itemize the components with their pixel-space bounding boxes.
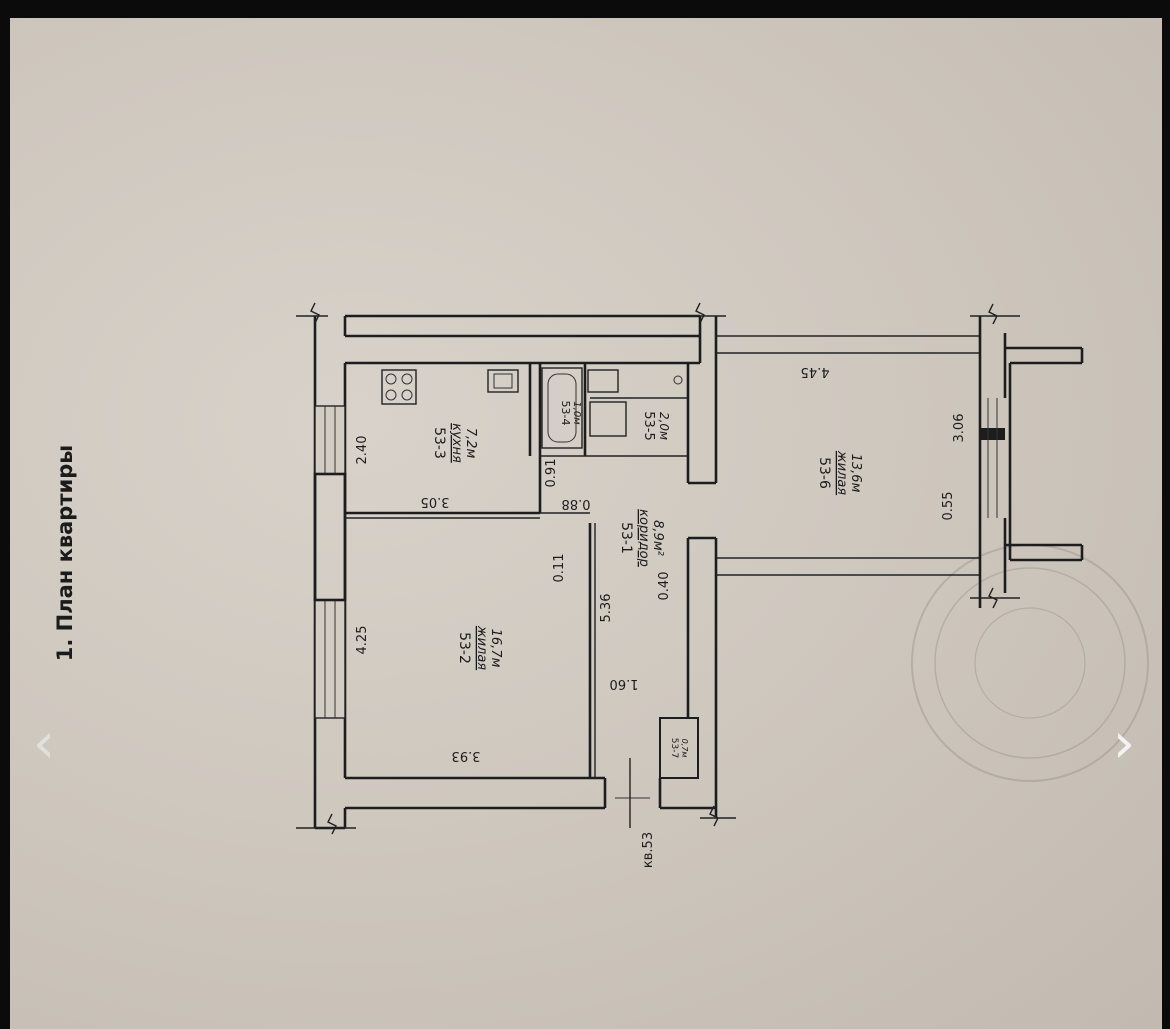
dim-2-40: 2.40: [355, 436, 370, 465]
loggia-walls: [716, 303, 1084, 609]
room-area: 16,7м: [488, 629, 503, 668]
room-label-53-6: 53-6 жилая 13,6м: [816, 450, 863, 495]
room-label-53-3: 53-3 кухня 7,2м: [431, 423, 478, 463]
room-id: 53-1: [618, 522, 634, 554]
room-label-53-7: 53-7 0,7м: [669, 738, 689, 758]
apartment-number: кв.53: [641, 832, 656, 868]
floor-plan-drawing: 1. План квартиры: [53, 302, 1149, 868]
windows-left: [313, 405, 347, 719]
room-id: 53-2: [456, 632, 472, 664]
room-area: 0,7м: [680, 739, 689, 758]
interior-partitions: [345, 363, 699, 779]
room-id: 53-7: [669, 738, 679, 758]
room-name: жилая: [474, 625, 489, 670]
dim-0-11: 0.11: [552, 554, 567, 583]
dim-3-05: 3.05: [421, 494, 450, 509]
dim-4-45: 4.45: [801, 364, 830, 379]
room-id: 53-3: [431, 427, 447, 459]
dimension-labels: 2.40 3.05 4.25 3.93 0.11 5.36 0.91 0.88 …: [355, 364, 967, 868]
carousel-next-button[interactable]: ›: [1096, 712, 1152, 776]
dim-0-40: 0.40: [657, 572, 672, 601]
chevron-left-icon: ‹: [32, 711, 56, 776]
plan-heading: 1. План квартиры: [53, 445, 77, 662]
room-area: 2,0м: [657, 412, 671, 440]
kitchen-sink-icon: [487, 369, 519, 393]
room-id: 53-4: [559, 401, 572, 426]
carousel-prev-button[interactable]: ‹: [16, 712, 72, 776]
room-name: жилая: [834, 450, 849, 495]
chevron-right-icon: ›: [1112, 711, 1136, 776]
room-label-53-1: 53-1 коридор 8,9м²: [618, 509, 665, 567]
room-name: коридор: [636, 509, 651, 567]
dim-0-88: 0.88: [562, 496, 591, 511]
entrance-door: [615, 758, 650, 828]
room-area: 7,2м: [463, 428, 478, 459]
room-label-53-4: 53-4 1,0м: [559, 401, 582, 426]
room-name: кухня: [449, 423, 464, 463]
dim-1-60: 1.60: [610, 676, 639, 691]
dim-0-91: 0.91: [544, 459, 559, 488]
washbasin-icon: [587, 369, 683, 393]
dim-3-93: 3.93: [452, 748, 481, 763]
dim-0-55: 0.55: [941, 492, 956, 521]
dim-5-36: 5.36: [599, 594, 614, 623]
room-label-53-5: 53-5 2,0м: [641, 411, 671, 441]
room-label-53-2: 53-2 жилая 16,7м: [456, 625, 503, 670]
room-id: 53-5: [641, 411, 656, 441]
floor-plan-photo: 1. План квартиры: [10, 18, 1162, 1029]
room-area: 1,0м: [571, 401, 582, 425]
room-area: 13,6м: [848, 454, 863, 493]
toilet-icon: [589, 401, 627, 437]
room-area: 8,9м²: [650, 520, 665, 556]
kitchen-stove-icon: [381, 369, 417, 405]
dim-4-25: 4.25: [355, 626, 370, 655]
bathtub-icon: [541, 367, 583, 449]
room-id: 53-6: [816, 457, 832, 489]
dim-3-06: 3.06: [952, 414, 967, 443]
